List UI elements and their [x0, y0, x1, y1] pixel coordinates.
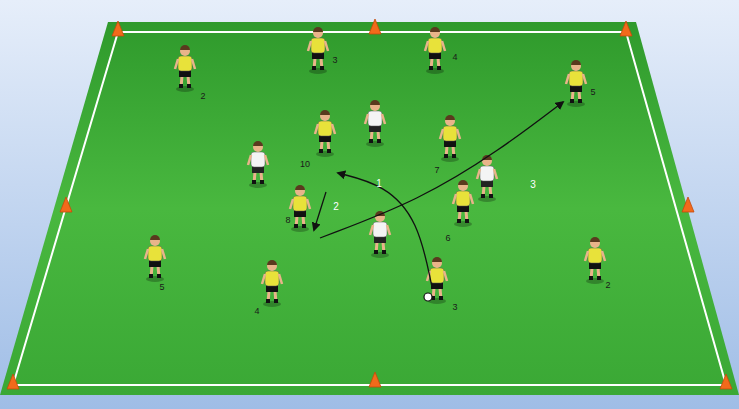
cone [720, 374, 732, 389]
player-number: 3 [452, 303, 457, 312]
pass-arrows [314, 102, 563, 287]
boundary-line [13, 32, 726, 385]
pass-arrow [314, 192, 326, 230]
player-number: 10 [300, 160, 310, 169]
cone [620, 21, 632, 36]
ball [424, 293, 432, 301]
player-number: 7 [434, 166, 439, 175]
grass [0, 22, 739, 395]
player-figure [145, 235, 165, 282]
cones [7, 19, 732, 389]
player-number: 8 [285, 216, 290, 225]
player-figure [262, 260, 282, 307]
player-figure [175, 45, 195, 92]
player-figure [425, 27, 445, 74]
player-figure [566, 60, 586, 107]
player-number: 4 [254, 307, 259, 316]
cone [369, 19, 381, 34]
cone [369, 372, 381, 387]
player-number: 5 [590, 88, 595, 97]
player-number: 6 [445, 234, 450, 243]
cone [682, 197, 694, 212]
cone [60, 197, 72, 212]
player-figure [308, 27, 328, 74]
player-figure [453, 180, 473, 227]
players [145, 27, 605, 307]
player-number: 2 [605, 281, 610, 290]
player-number: 5 [159, 283, 164, 292]
player-figure [365, 100, 385, 147]
pass-arrow [320, 102, 563, 238]
player-number: 4 [452, 53, 457, 62]
player-figure [248, 141, 268, 188]
cone [7, 374, 19, 389]
player-figure [440, 115, 460, 162]
player-figure [290, 185, 310, 232]
pass-number: 2 [333, 202, 339, 212]
cone [112, 21, 124, 36]
pass-number: 1 [376, 179, 382, 189]
player-number: 3 [332, 56, 337, 65]
player-number: 2 [200, 92, 205, 101]
pass-arrow [338, 173, 432, 287]
player-figure [315, 110, 335, 157]
player-figure [585, 237, 605, 284]
pass-number: 3 [530, 180, 536, 190]
